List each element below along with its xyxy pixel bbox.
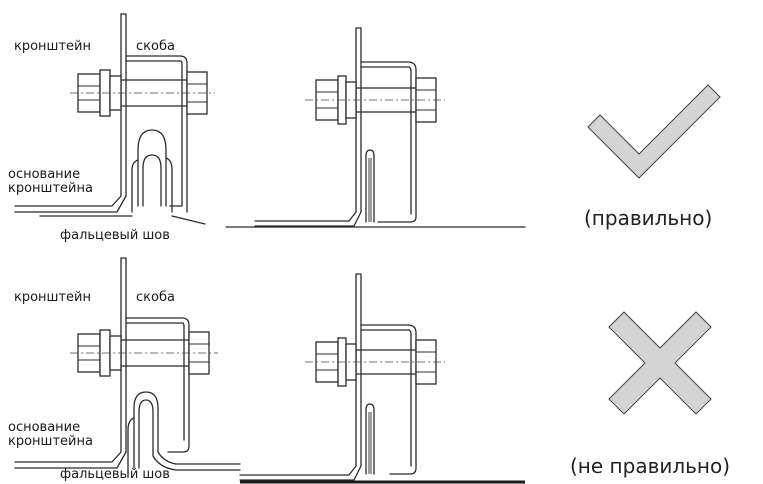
- verdict-incorrect: (не правильно): [570, 454, 731, 478]
- bottom-left-assembly: [14, 257, 241, 475]
- clamp: [360, 61, 417, 223]
- clamp: [360, 324, 417, 475]
- label-bracket: кронштейн: [14, 290, 91, 305]
- bracket-plate: [120, 257, 127, 453]
- seam-outer: [133, 391, 159, 469]
- clamp: [125, 55, 188, 213]
- bracket-base: [14, 195, 127, 213]
- seam: [365, 403, 375, 475]
- verdict-correct: (правильно): [584, 206, 713, 230]
- seam-inner: [138, 399, 154, 469]
- top-left-assembly: [14, 13, 215, 225]
- label-bracket-base-line1: основание: [8, 167, 81, 182]
- label-seam: фальцевый шов: [60, 228, 170, 243]
- label-clamp: скоба: [136, 290, 175, 305]
- bracket-plate: [120, 13, 127, 197]
- label-seam: фальцевый шов: [60, 467, 170, 482]
- seam-inner: [142, 154, 162, 207]
- cross-icon: [608, 311, 712, 415]
- clamp: [125, 317, 190, 453]
- seam: [365, 149, 375, 223]
- roof-sheet: [39, 215, 206, 225]
- top-middle-assembly: [225, 27, 526, 228]
- roof-sheet: [152, 451, 241, 471]
- bottom-middle-assembly: [239, 273, 525, 484]
- label-bracket-base-line1: основание: [8, 420, 81, 435]
- bracket-plate: [355, 27, 362, 213]
- seam-outer: [137, 129, 167, 207]
- label-bracket-base-line2: кронштейна: [8, 181, 93, 196]
- check-icon: [587, 84, 721, 179]
- label-bracket: кронштейн: [14, 39, 91, 54]
- bracket-base: [14, 451, 127, 469]
- label-clamp: скоба: [136, 39, 175, 54]
- bracket-plate: [355, 273, 362, 467]
- label-bracket-base-line2: кронштейна: [8, 434, 93, 449]
